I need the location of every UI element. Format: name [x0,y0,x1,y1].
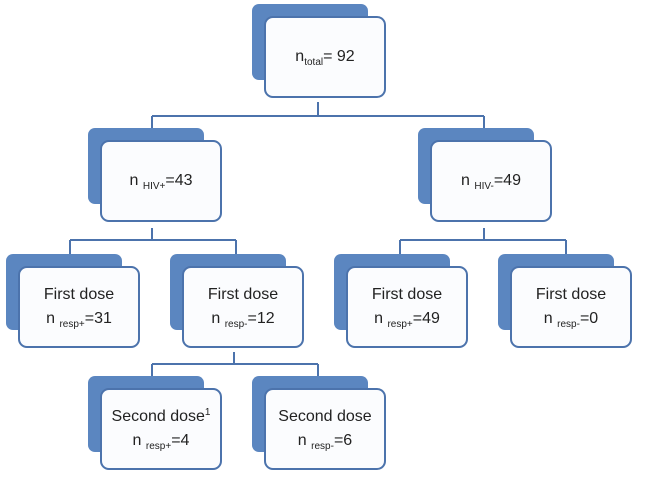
dose-title: First dose [207,286,279,303]
count-line: n resp-=12 [211,307,274,331]
node-box: n HIV+=43 [100,140,222,222]
count-value: =12 [247,310,275,327]
count-symbol: n [297,432,312,449]
count-symbol: n [211,310,225,327]
node-hiv-pos-first-dose-responders: First dose n resp+=31 [6,254,140,348]
node-hiv-neg-first-dose-nonresponders: First dose n resp-=0 [498,254,632,348]
count-symbol: n [46,310,60,327]
count-value: = 92 [323,48,355,65]
dose-title-text: Second dose [111,408,205,425]
node-second-dose-nonresponders: Second dose n resp-=6 [252,376,386,470]
count-subscript: resp+ [145,441,172,452]
count-symbol: n [374,310,388,327]
count-subscript: resp+ [387,319,413,330]
count-symbol: n [543,310,558,327]
count-line: n resp-=0 [544,307,598,331]
connector-resp-neg [151,352,319,376]
count-subscript: resp- [311,441,334,452]
connector-root [151,102,485,130]
count-line: n resp+=49 [374,307,440,331]
count-subscript: resp- [224,319,248,330]
count-value: =31 [84,310,112,327]
count-line: n resp+=31 [46,307,112,331]
count-subscript: resp- [557,319,580,330]
node-hiv-positive: n HIV+=43 [88,128,222,222]
count-symbol: n [461,172,475,189]
node-box: First dose n resp-=12 [182,266,304,348]
node-hiv-negative: n HIV-=49 [418,128,552,222]
dose-title: First dose [371,286,443,303]
count-value: =43 [165,172,193,189]
count-value: =49 [412,310,440,327]
count-line: n HIV+=43 [130,169,193,193]
dose-title: Second dose1 [112,405,211,429]
count-value: =6 [333,432,353,449]
count-value: =4 [171,432,190,449]
node-box: ntotal= 92 [264,16,386,98]
node-hiv-pos-first-dose-nonresponders: First dose n resp-=12 [170,254,304,348]
count-subscript: HIV+ [142,181,166,192]
count-line: n resp+=4 [133,429,190,453]
connector-hiv-neg [399,228,567,254]
node-second-dose-responders: Second dose1 n resp+=4 [88,376,222,470]
count-value: =49 [493,172,521,189]
node-box: First dose n resp+=31 [18,266,140,348]
count-subscript: HIV- [474,181,494,192]
count-line: ntotal= 92 [295,45,354,69]
count-symbol: n [129,172,143,189]
node-total: ntotal= 92 [252,4,386,98]
count-subscript: total [304,57,324,68]
dose-title: Second dose [278,408,372,425]
count-symbol: n [295,48,305,65]
node-hiv-neg-first-dose-responders: First dose n resp+=49 [334,254,468,348]
count-value: =0 [579,310,599,327]
node-box: Second dose n resp-=6 [264,388,386,470]
dose-title: First dose [535,286,607,303]
node-box: n HIV-=49 [430,140,552,222]
count-symbol: n [132,432,146,449]
footnote-marker: 1 [204,407,211,418]
dose-title: First dose [43,286,115,303]
connector-hiv-pos [69,228,237,254]
node-box: First dose n resp+=49 [346,266,468,348]
node-box: Second dose1 n resp+=4 [100,388,222,470]
count-line: n resp-=6 [298,429,352,453]
node-box: First dose n resp-=0 [510,266,632,348]
count-subscript: resp+ [59,319,85,330]
count-line: n HIV-=49 [461,169,521,193]
